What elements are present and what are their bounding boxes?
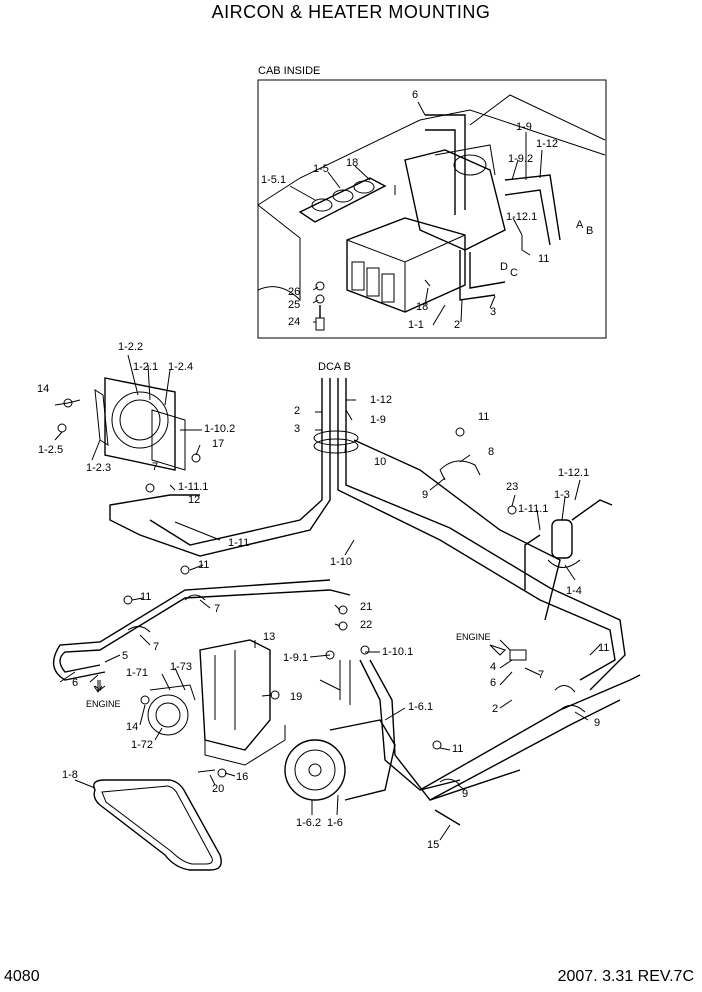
callout: 7 [214,603,220,615]
control-panel-unit [298,177,387,223]
callout: C [510,267,518,279]
callout: 1-9.2 [508,153,533,165]
callout: 8 [488,446,494,458]
heater-unit [346,144,506,313]
engine-arrows [94,644,506,692]
callout: 7 [152,461,158,473]
compressor-bracket [140,639,286,778]
callout: 13 [263,631,275,643]
callout: 15 [427,839,439,851]
callout: 21 [360,601,372,613]
callout: 9 [594,717,600,729]
engine-side-hoses [419,639,641,826]
callout: 2 [294,405,300,417]
callout: D [500,261,508,273]
page-title: AIRCON & HEATER MOUNTING [211,2,491,22]
callout: 1-4 [566,585,582,597]
callout: 14 [126,721,138,733]
callout: 1-6.2 [296,817,321,829]
condenser-assembly [54,377,201,493]
callout: 1-12.1 [558,467,589,479]
page-number: 4080 [4,968,40,985]
callout: 20 [212,783,224,795]
callout: 1-2.5 [38,444,63,456]
callout: 18 [346,157,358,169]
callout: 3 [490,306,496,318]
callout: 1-10.2 [204,423,235,435]
callout: 26 [288,286,300,298]
callout: 1-2.2 [118,341,143,353]
callout: 17 [212,438,224,450]
callout: 11 [452,743,463,755]
callout: 22 [360,619,372,631]
callout: 2 [454,319,460,331]
callout: 1-71 [126,667,148,679]
callout: 10 [374,456,386,468]
leader-lines [54,101,601,841]
callout: 1-6.1 [408,701,433,713]
compressor [284,605,521,801]
callout: 1-6 [327,817,343,829]
callout: 3 [294,423,300,435]
inset-label: CAB INSIDE [258,65,320,77]
cab-inside-inset: CAB INSIDE [257,65,607,339]
callout: 19 [290,691,302,703]
callout: 1-73 [170,661,192,673]
callout: 9 [462,788,468,800]
callout: 1-9.1 [283,652,308,664]
callout: DCA B [318,361,351,373]
callout: 1-3 [554,489,570,501]
callout: 1-9 [370,414,386,426]
callout: 5 [122,650,128,662]
callout: 1-11.1 [178,481,208,493]
callout: 1-12.1 [506,211,537,223]
callout: 1-72 [131,739,153,751]
callout: 1-9 [516,121,532,133]
engine-label-right: ENGINE [456,632,491,642]
callout: 11 [478,411,489,423]
callout: 6 [490,677,496,689]
callout: B [586,225,593,237]
callout: 1-2.3 [86,462,111,474]
callout: 1-10.1 [382,646,413,658]
callout: 11 [538,253,549,265]
callout: 14 [37,383,49,395]
callout: 1-5.1 [261,174,286,186]
callout: 1-2.1 [133,361,158,373]
callout: 11 [198,559,209,571]
revision-date: 2007. 3.31 REV.7C [557,968,694,985]
callout: 1-11 [228,537,249,549]
callout: 24 [288,316,300,328]
callout: 18 [416,301,428,313]
callout: 9 [422,489,428,501]
callout: 1-1 [408,319,424,331]
callout: 1-2.4 [168,361,193,373]
callout: 1-12 [370,394,392,406]
receiver-drier [507,499,613,590]
callout: 6 [412,89,418,101]
callout: 7 [153,641,159,653]
callout: 11 [140,591,151,603]
lower-left-pipe [52,565,351,693]
callout: 1-8 [62,769,78,781]
callout: 2 [492,703,498,715]
callout: 7 [538,669,544,681]
callout: 1-12 [536,138,558,150]
callout: 23 [506,481,518,493]
callout: 6 [72,677,78,689]
callout: 1-5 [313,163,329,175]
callout: 1-10 [330,556,352,568]
hose-bundle [109,378,626,691]
callout: 25 [288,299,300,311]
callout: 11 [598,642,609,654]
callout-labels: 6 1-9 1-9.2 1-12 1-5.1 1-5 18 1-12.1 A B… [37,89,609,851]
callout: 1-11.1 [518,503,548,515]
callout: 12 [188,494,200,506]
engine-label-left: ENGINE [86,699,121,709]
callout: 4 [490,661,496,673]
v-belt [93,779,222,871]
callout: A [576,219,584,231]
callout: 16 [236,771,248,783]
